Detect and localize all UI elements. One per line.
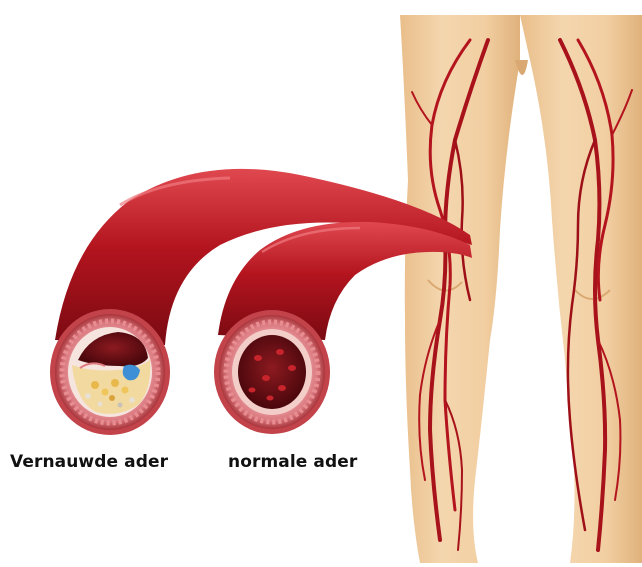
legs-illustration xyxy=(400,15,642,563)
narrowed-vein-label: Vernauwde ader xyxy=(10,452,168,472)
normal-vein-cross-section xyxy=(214,310,330,434)
normal-vein-label: normale ader xyxy=(228,452,357,472)
narrowed-vein-cross-section xyxy=(50,309,170,435)
right-leg xyxy=(520,15,642,563)
left-leg xyxy=(400,15,520,563)
